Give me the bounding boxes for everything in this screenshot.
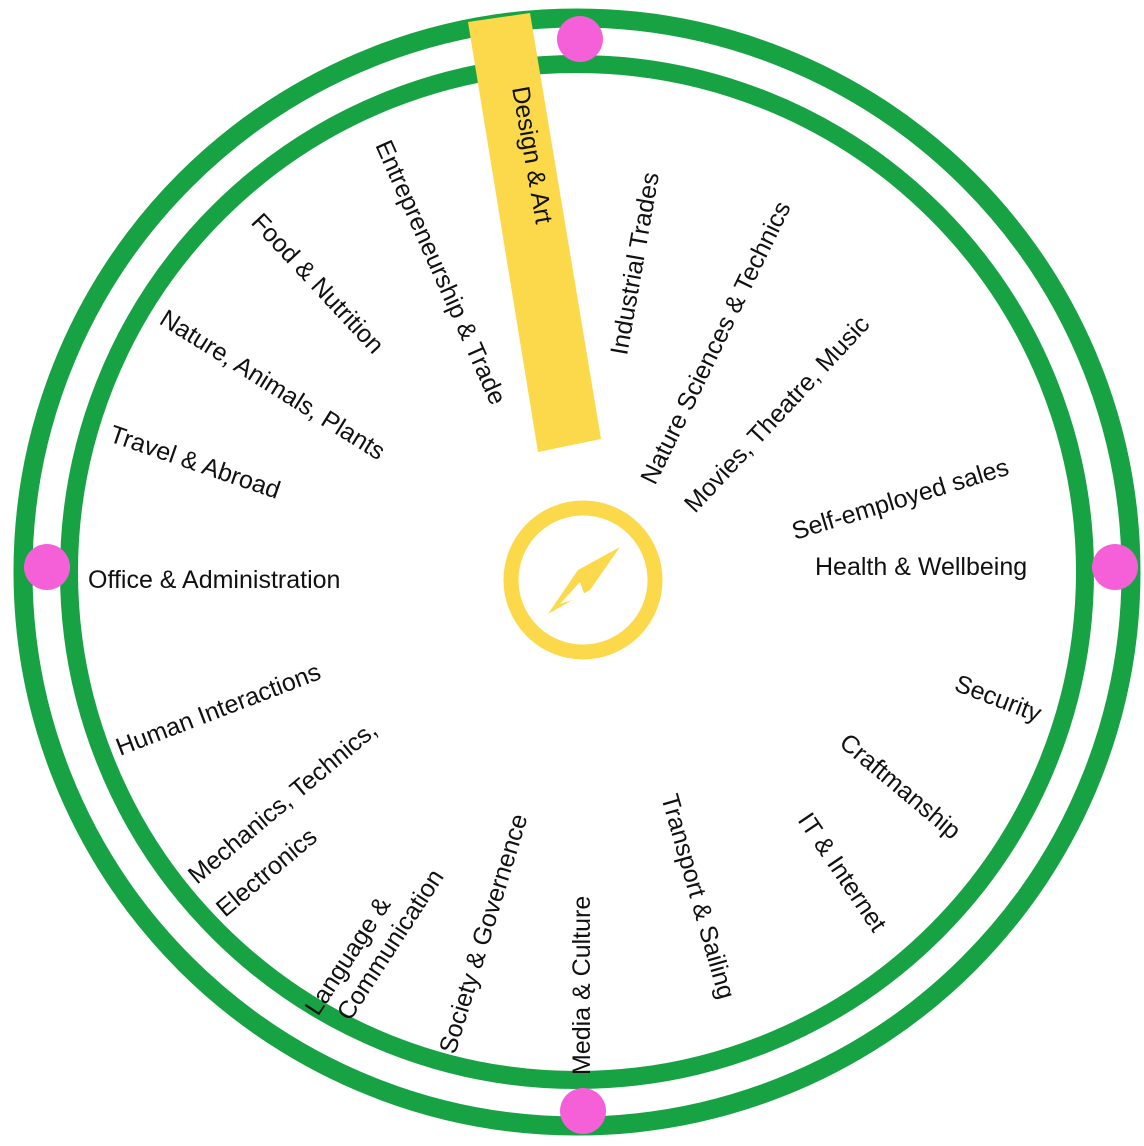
sector-label-entrepreneurship[interactable]: Entrepreneurship & Trade: [370, 136, 512, 409]
sector-label-security[interactable]: Security: [951, 669, 1046, 728]
sector-label-food[interactable]: Food & Nutrition: [246, 208, 390, 359]
sector-label-society[interactable]: Society & Governence: [434, 811, 534, 1057]
sector-label-it-internet[interactable]: IT & Internet: [792, 808, 892, 937]
sector-label-self-employed[interactable]: Self-employed sales: [789, 453, 1012, 546]
sector-label-office[interactable]: Office & Administration: [88, 566, 340, 594]
sector-label-health[interactable]: Health & Wellbeing: [815, 553, 1027, 581]
sector-label-nature-sciences[interactable]: Nature Sciences & Technics: [635, 197, 796, 489]
rotate-handle-top[interactable]: [557, 16, 603, 62]
sector-label-human-interactions[interactable]: Human Interactions: [112, 658, 324, 762]
sector-label-craftmanship[interactable]: Craftmanship: [834, 728, 966, 845]
compass-ring: [503, 500, 663, 660]
rotate-handle-bottom[interactable]: [560, 1088, 606, 1134]
compass-button[interactable]: [503, 500, 663, 660]
sector-label-industrial-trades[interactable]: Industrial Trades: [605, 170, 665, 357]
sector-label-travel[interactable]: Travel & Abroad: [106, 420, 284, 505]
sector-label-media-culture[interactable]: Media & Culture: [568, 896, 596, 1075]
selected-sector-highlight[interactable]: [468, 13, 601, 452]
compass-icon: [548, 547, 620, 614]
rotate-handle-left[interactable]: [24, 544, 70, 590]
rotate-handle-right[interactable]: [1092, 544, 1138, 590]
sector-label-transport[interactable]: Transport & Sailing: [655, 791, 740, 1002]
